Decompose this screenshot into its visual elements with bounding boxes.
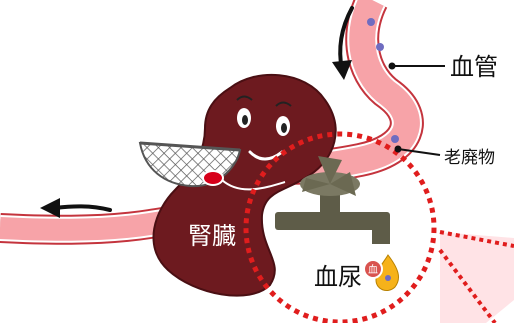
label-blood-vessel: 血管 (450, 53, 498, 81)
label-kidney: 腎臓 (188, 222, 236, 250)
label-waste: 老廃物 (444, 148, 495, 168)
label-hematuria: 血尿 (314, 263, 362, 291)
arrow-left-icon (55, 206, 110, 210)
blood-badge-label: 血 (368, 263, 378, 276)
blood-badge: 血 (364, 260, 382, 278)
arrow-down-head (332, 60, 352, 80)
